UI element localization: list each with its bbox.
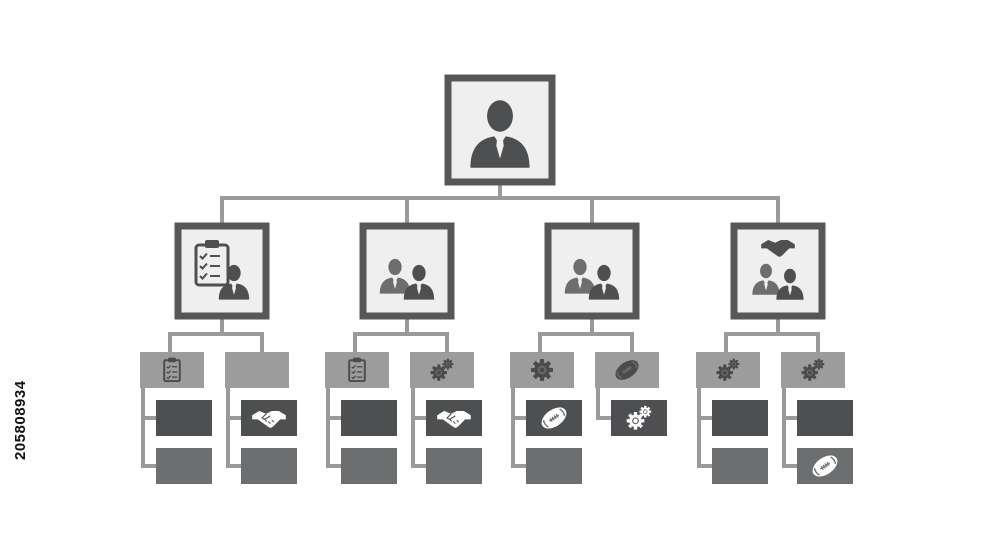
column-item bbox=[797, 448, 853, 484]
column-item bbox=[241, 400, 297, 436]
gears-icon bbox=[626, 405, 652, 430]
column-item bbox=[526, 400, 582, 436]
team-icon bbox=[379, 258, 435, 300]
branch-4-column-1 bbox=[696, 352, 768, 484]
column-item bbox=[426, 400, 482, 436]
branch-2-column-1 bbox=[325, 352, 397, 484]
branch-4-column-2 bbox=[781, 352, 853, 484]
branch-2-column-2 bbox=[410, 352, 482, 484]
branch-1-column-1 bbox=[140, 352, 212, 484]
connector-lines bbox=[141, 180, 820, 468]
gears-icon bbox=[716, 358, 740, 381]
column-item bbox=[341, 448, 397, 484]
column-header bbox=[225, 352, 289, 388]
root-node bbox=[444, 74, 556, 186]
column-item bbox=[526, 448, 582, 484]
branch-node-2 bbox=[359, 222, 455, 320]
branch-node-1 bbox=[174, 222, 270, 320]
football-icon bbox=[541, 407, 567, 429]
column-header bbox=[781, 352, 845, 388]
column-item bbox=[797, 400, 853, 436]
clipboard-manager-icon bbox=[194, 240, 250, 300]
column-header bbox=[595, 352, 659, 388]
column-item bbox=[712, 448, 768, 484]
gears-icon bbox=[801, 358, 825, 381]
column-item bbox=[712, 400, 768, 436]
column-item bbox=[241, 448, 297, 484]
column-item bbox=[611, 400, 667, 436]
football-icon bbox=[812, 455, 838, 477]
handshake-icon bbox=[437, 411, 471, 428]
branch-node-4 bbox=[730, 222, 826, 320]
football-icon bbox=[615, 360, 639, 380]
gears-icon bbox=[430, 358, 454, 381]
branch-3-column-2 bbox=[595, 352, 667, 436]
column-header bbox=[140, 352, 204, 388]
column-header bbox=[410, 352, 474, 388]
column-header bbox=[325, 352, 389, 388]
clipboard-icon bbox=[348, 357, 366, 383]
column-item bbox=[426, 448, 482, 484]
handshake-icon bbox=[252, 411, 286, 428]
column-item bbox=[156, 400, 212, 436]
column-item bbox=[341, 400, 397, 436]
handshake-team-icon bbox=[752, 240, 804, 300]
clipboard-icon bbox=[163, 357, 181, 383]
gear-icon bbox=[531, 359, 553, 381]
team-icon bbox=[564, 258, 620, 300]
branch-1-column-2 bbox=[225, 352, 297, 484]
businessman-icon bbox=[470, 100, 530, 168]
column-header bbox=[510, 352, 574, 388]
branch-node-3 bbox=[544, 222, 640, 320]
branch-3-column-1 bbox=[510, 352, 582, 484]
column-item bbox=[156, 448, 212, 484]
column-header bbox=[696, 352, 760, 388]
